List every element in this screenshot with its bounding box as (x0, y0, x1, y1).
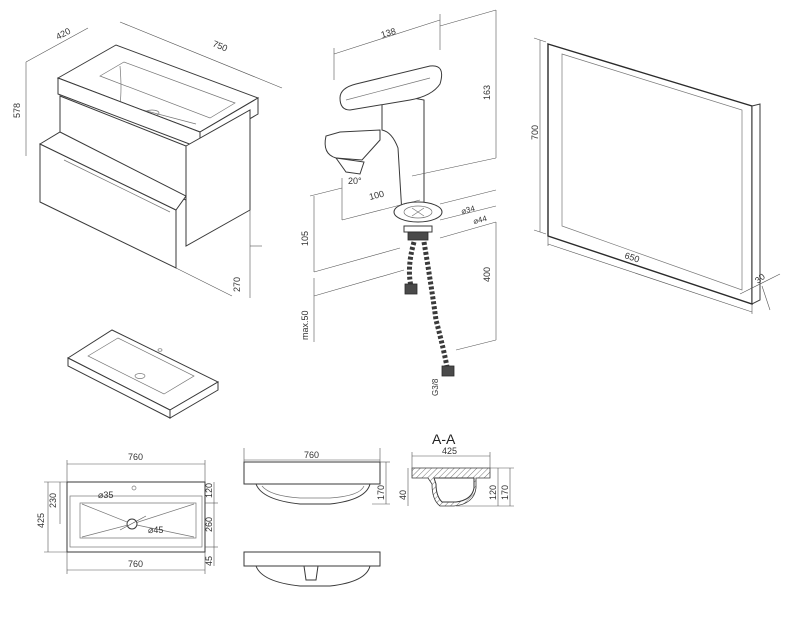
basin-front-view: 760 170 (243, 448, 390, 505)
faucet-max-deck-label: max.50 (300, 310, 310, 340)
cabinet-drawer-height-label: 270 (232, 277, 242, 292)
faucet-width-label: 138 (380, 26, 397, 40)
basin-plan-depth-label: 425 (36, 513, 46, 528)
basin-plan-width-bottom-label: 760 (128, 559, 143, 569)
basin-plan-view: 760 760 425 230 ⌀35 ⌀45 120 260 45 (36, 452, 218, 574)
faucet-height-label: 163 (482, 85, 492, 100)
basin-plan-dim-260-label: 260 (204, 517, 214, 532)
section-dim-170-label: 170 (500, 485, 510, 500)
cabinet-drawing: 420 750 578 270 (12, 21, 283, 298)
faucet-reach-label: 100 (368, 189, 385, 202)
basin-plan-offset-label: 230 (48, 493, 58, 508)
faucet-drawing: 138 163 20° 100 105 max.50 ⌀34 ⌀44 400 G… (300, 9, 497, 396)
section-a-a: A-A 425 40 120 170 (398, 431, 514, 507)
basin-plan-hole-label: ⌀35 (98, 490, 113, 500)
cabinet-width-label: 750 (211, 39, 229, 54)
section-width-label: 425 (442, 446, 457, 456)
basin-bottom-view (243, 551, 381, 587)
faucet-angle-label: 20° (348, 176, 362, 186)
cabinet-height-label: 578 (12, 103, 22, 118)
faucet-diameter-34-label: ⌀34 (460, 204, 476, 216)
section-title: A-A (432, 431, 456, 447)
faucet-hose-length-label: 400 (482, 267, 492, 282)
basin-front-width-label: 760 (304, 450, 319, 460)
basin-plan-drain-label: ⌀45 (148, 525, 163, 535)
cabinet-depth-label: 420 (54, 26, 72, 42)
faucet-diameter-44-label: ⌀44 (472, 214, 488, 226)
mirror-depth-label: 30 (753, 271, 767, 285)
basin-front-height-label: 170 (376, 485, 386, 500)
mirror-height-label: 700 (530, 125, 540, 140)
section-dim-120-label: 120 (488, 485, 498, 500)
section-dim-40-label: 40 (398, 490, 408, 500)
basin-isometric (66, 329, 220, 419)
faucet-thread-label: G3/8 (431, 378, 440, 396)
mirror-drawing: 700 650 30 (530, 37, 781, 314)
faucet-body-height-label: 105 (300, 231, 310, 246)
basin-plan-dim-45-label: 45 (204, 556, 214, 566)
basin-plan-width-top-label: 760 (128, 452, 143, 462)
mirror-width-label: 650 (623, 250, 640, 264)
basin-plan-dim-120-label: 120 (204, 483, 214, 498)
